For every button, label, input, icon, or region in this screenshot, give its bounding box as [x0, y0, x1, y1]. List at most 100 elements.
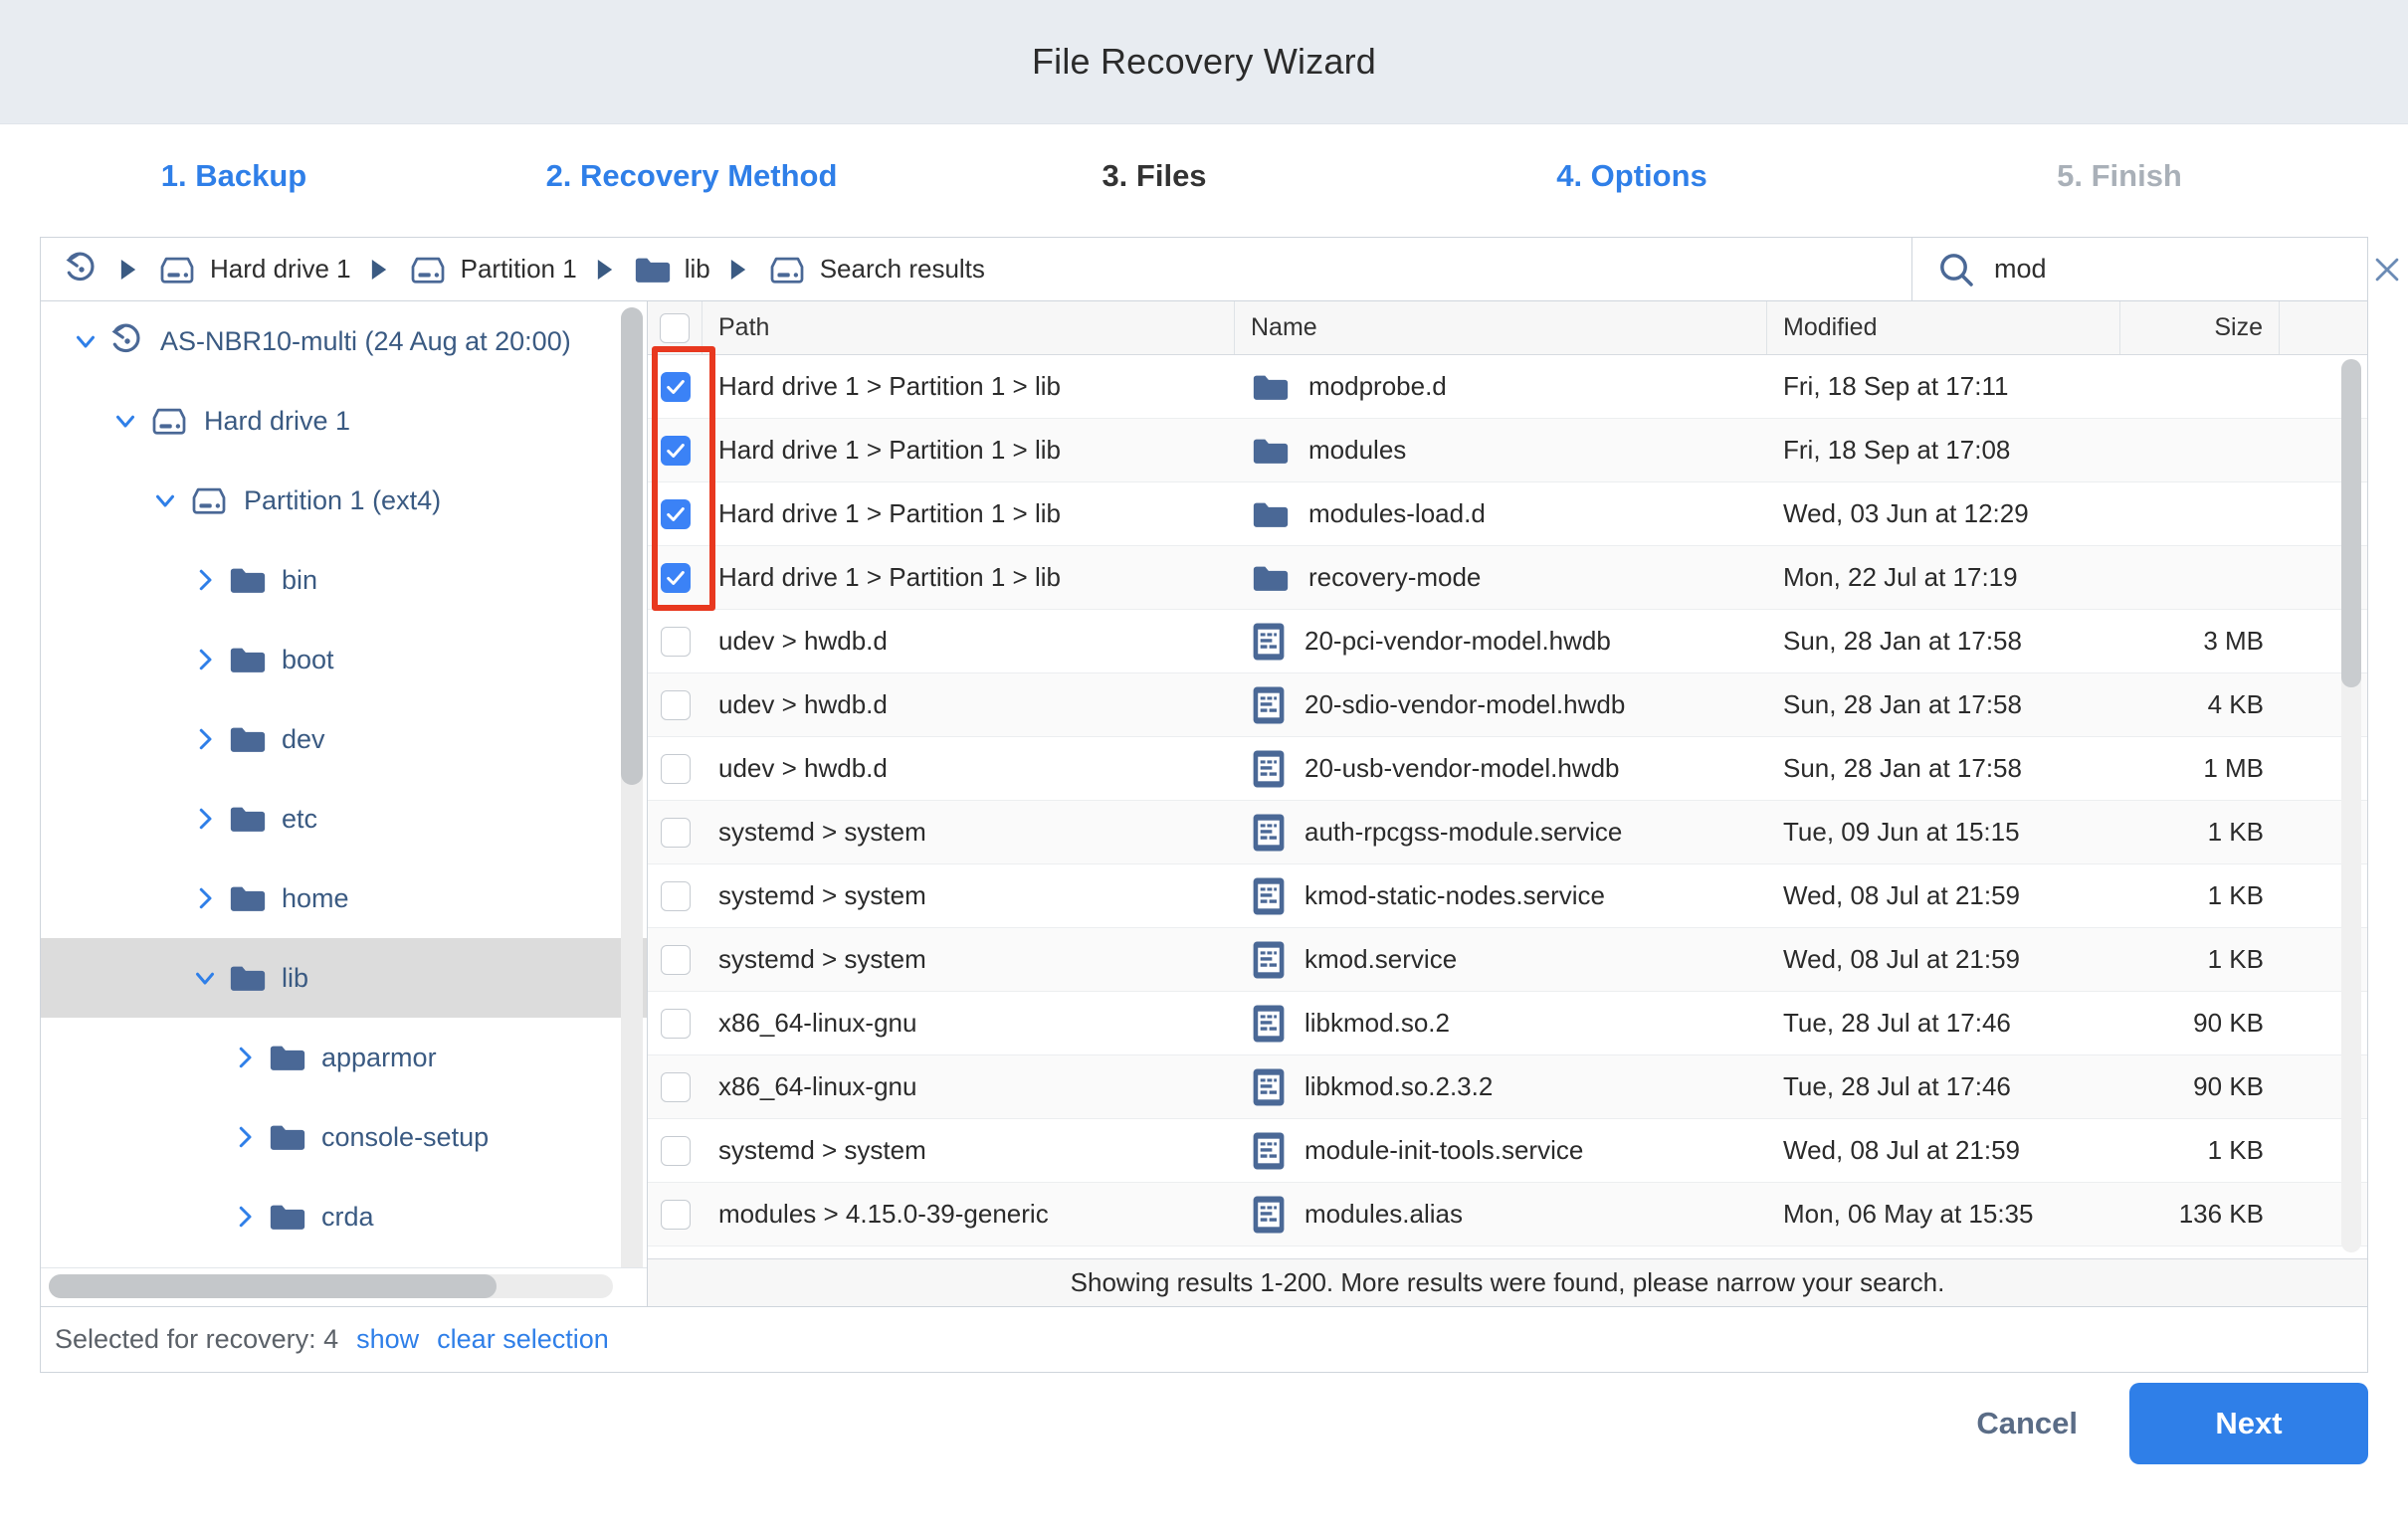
chevron-right-icon[interactable]	[222, 1122, 268, 1152]
search-box[interactable]	[1911, 238, 2399, 300]
breadcrumb-separator-icon	[357, 259, 401, 280]
row-checkbox-cell[interactable]	[648, 435, 702, 466]
clear-selection-link[interactable]: clear selection	[437, 1324, 609, 1354]
row-checkbox-cell[interactable]	[648, 626, 702, 657]
chevron-right-icon[interactable]	[222, 1043, 268, 1072]
row-checkbox-cell[interactable]	[648, 498, 702, 529]
tree-horizontal-scrollbar[interactable]	[49, 1274, 613, 1298]
tree-item-label: dev	[282, 723, 325, 754]
chevron-down-icon[interactable]	[182, 963, 228, 993]
row-checkbox-cell[interactable]	[648, 689, 702, 720]
chevron-right-icon[interactable]	[182, 565, 228, 595]
row-checkbox-cell[interactable]	[648, 880, 702, 911]
step-options[interactable]: 4. Options	[1556, 158, 1707, 193]
tree-item-label: console-setup	[321, 1121, 490, 1152]
tree-item-boot[interactable]: boot	[41, 620, 647, 699]
row-checkbox-cell[interactable]	[648, 1008, 702, 1039]
tree-item-console-setup[interactable]: console-setup	[41, 1097, 647, 1177]
breadcrumb-item-lib[interactable]: lib	[627, 254, 716, 286]
step-backup[interactable]: 1. Backup	[160, 158, 307, 193]
tree-item-dev[interactable]: dev	[41, 699, 647, 779]
chevron-down-icon[interactable]	[102, 406, 148, 436]
cell-modified: Sun, 28 Jan at 17:58	[1783, 626, 2022, 656]
chevron-down-icon[interactable]	[142, 485, 188, 515]
row-checkbox-checked[interactable]	[660, 371, 691, 402]
select-all-checkbox[interactable]	[660, 312, 690, 343]
table-row[interactable]: modules > 4.15.0-55-genericmodules.alias…	[648, 1246, 2367, 1258]
row-checkbox-checked[interactable]	[660, 435, 691, 466]
row-checkbox[interactable]	[660, 1008, 691, 1039]
column-header-modified[interactable]: Modified	[1767, 301, 2120, 354]
document-icon	[1251, 1004, 1287, 1044]
tree-item-hard-drive-1[interactable]: Hard drive 1	[41, 381, 647, 461]
row-checkbox[interactable]	[660, 880, 691, 911]
tree-item-bin[interactable]: bin	[41, 540, 647, 620]
tree-vertical-scrollbar[interactable]	[621, 307, 643, 1300]
tree-item-partition-1-ext4[interactable]: Partition 1 (ext4)	[41, 461, 647, 540]
results-vertical-scrollbar[interactable]	[2341, 359, 2361, 1252]
breadcrumb-item-partition-1[interactable]: Partition 1	[401, 254, 583, 285]
select-all-header[interactable]	[648, 301, 702, 354]
close-icon[interactable]	[2346, 253, 2408, 287]
tree-item-apparmor[interactable]: apparmor	[41, 1018, 647, 1097]
row-checkbox-cell[interactable]	[648, 1071, 702, 1102]
step-recovery-method[interactable]: 2. Recovery Method	[545, 158, 838, 193]
row-checkbox-checked[interactable]	[660, 498, 691, 529]
row-checkbox-cell[interactable]	[648, 753, 702, 784]
row-checkbox-cell[interactable]	[648, 944, 702, 975]
row-checkbox[interactable]	[660, 1199, 691, 1230]
search-input[interactable]	[1994, 254, 2346, 285]
row-checkbox[interactable]	[660, 1071, 691, 1102]
cell-name: modules-load.d	[1235, 498, 1767, 530]
tree-item-as-nbr10-multi-24-aug-at-20-00[interactable]: AS-NBR10-multi (24 Aug at 20:00)	[41, 301, 647, 381]
chevron-right-icon[interactable]	[182, 883, 228, 913]
folder-icon	[228, 644, 268, 675]
row-checkbox-checked[interactable]	[660, 562, 691, 593]
next-button[interactable]: Next	[2129, 1383, 2368, 1464]
cancel-button[interactable]: Cancel	[1924, 1406, 2129, 1441]
tree-item-crda[interactable]: crda	[41, 1177, 647, 1256]
chevron-right-icon[interactable]	[182, 724, 228, 754]
row-checkbox-cell[interactable]	[648, 1135, 702, 1166]
row-checkbox-cell[interactable]	[648, 817, 702, 848]
row-checkbox[interactable]	[660, 817, 691, 848]
row-checkbox[interactable]	[660, 944, 691, 975]
breadcrumb-item-search-results[interactable]: Search results	[760, 254, 991, 285]
tree-item-etc[interactable]: etc	[41, 779, 647, 859]
row-checkbox-cell[interactable]	[648, 371, 702, 402]
breadcrumb-item-hard-drive-1[interactable]: Hard drive 1	[150, 254, 357, 285]
breadcrumb-item-restore[interactable]	[57, 251, 106, 288]
column-header-path[interactable]: Path	[702, 301, 1235, 354]
step-files[interactable]: 3. Files	[1102, 158, 1207, 193]
row-checkbox[interactable]	[660, 1135, 691, 1166]
show-selection-link[interactable]: show	[356, 1324, 420, 1354]
row-checkbox[interactable]	[660, 626, 691, 657]
column-header-name[interactable]: Name	[1235, 301, 1767, 354]
chevron-right-icon[interactable]	[222, 1202, 268, 1232]
column-header-size[interactable]: Size	[2120, 301, 2280, 354]
tree-item-home[interactable]: home	[41, 859, 647, 938]
row-checkbox-cell[interactable]	[648, 562, 702, 593]
restore-icon	[108, 322, 146, 360]
chevron-right-icon[interactable]	[182, 645, 228, 674]
tree-item-lib[interactable]: lib	[41, 938, 647, 1018]
row-checkbox[interactable]	[660, 689, 691, 720]
row-checkbox-cell[interactable]	[648, 1199, 702, 1230]
chevron-down-icon[interactable]	[63, 326, 108, 356]
row-checkbox[interactable]	[660, 753, 691, 784]
chevron-right-icon[interactable]	[182, 804, 228, 834]
